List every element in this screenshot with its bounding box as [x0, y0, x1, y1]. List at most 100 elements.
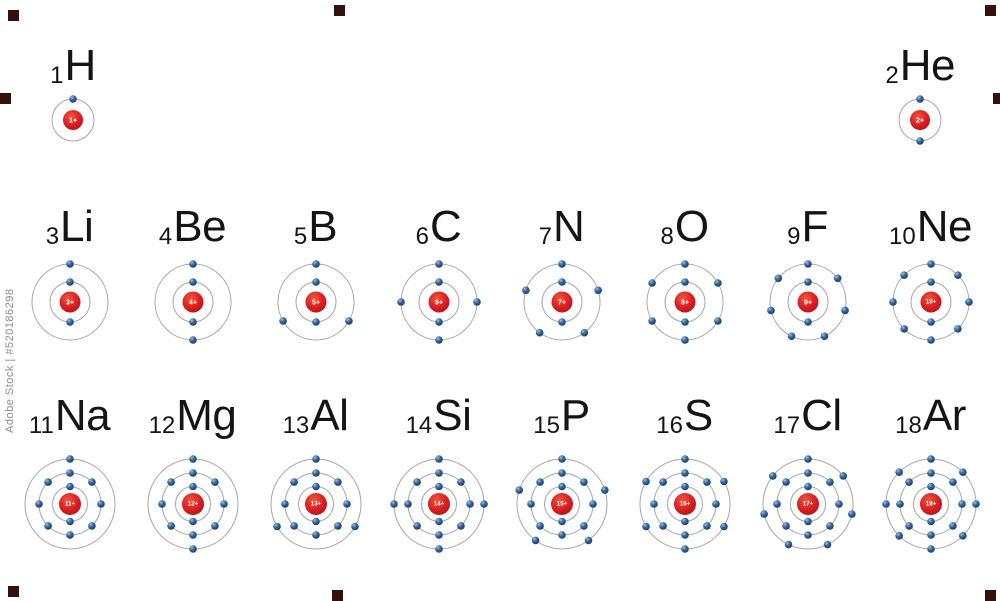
- electron: [647, 317, 656, 325]
- electron: [953, 325, 962, 333]
- atomic-number: 6: [415, 223, 430, 250]
- electron: [772, 500, 781, 508]
- electron: [926, 517, 935, 526]
- electron: [926, 531, 935, 539]
- electron: [456, 522, 465, 530]
- atomic-number: 17: [773, 412, 801, 439]
- electron: [188, 278, 197, 286]
- atomic-number: 8: [660, 223, 674, 250]
- electron: [43, 522, 52, 530]
- electron: [472, 298, 481, 306]
- electron: [557, 469, 566, 477]
- bohr-model-h: 1+: [51, 95, 95, 142]
- electron: [926, 455, 935, 463]
- nucleus: [63, 110, 83, 130]
- electron: [658, 522, 667, 530]
- electron: [579, 478, 588, 486]
- electron: [904, 478, 913, 486]
- electron: [840, 306, 849, 315]
- electron: [781, 522, 790, 530]
- electron: [188, 318, 197, 326]
- element-symbol: Ne: [916, 202, 973, 251]
- electron: [311, 482, 320, 491]
- electron: [87, 478, 96, 486]
- bohr-model-si: 14+: [389, 455, 488, 553]
- element-symbol: F: [801, 202, 828, 251]
- element-symbol: N: [553, 202, 585, 251]
- electron: [434, 469, 443, 477]
- element-symbol: Mg: [176, 391, 237, 440]
- bohr-model-cl: 17+: [759, 455, 856, 550]
- nucleus: [674, 291, 695, 313]
- electron: [87, 522, 96, 530]
- nucleus-charge-label: 3+: [65, 298, 73, 307]
- electron: [311, 455, 320, 463]
- electron: [658, 478, 667, 486]
- electron: [210, 478, 219, 486]
- electron: [916, 137, 924, 145]
- electron: [557, 278, 566, 286]
- electron: [899, 325, 908, 333]
- element-symbol: He: [899, 41, 956, 90]
- electron: [412, 478, 421, 486]
- electron: [711, 500, 720, 508]
- nucleus: [797, 291, 818, 313]
- electron: [65, 531, 74, 539]
- electron: [926, 469, 935, 477]
- nucleus: [181, 493, 204, 515]
- watermark-square: [985, 590, 996, 601]
- electron: [311, 318, 320, 326]
- electron: [342, 500, 351, 508]
- atomic-number: 15: [533, 412, 560, 439]
- nucleus-charge-label: 12+: [187, 501, 198, 508]
- electron: [280, 500, 289, 508]
- nucleus-charge-label: 2+: [916, 116, 924, 125]
- watermark-square: [332, 590, 343, 601]
- element-symbol: Si: [433, 391, 472, 440]
- electron: [557, 531, 566, 539]
- electron: [333, 522, 342, 530]
- electron: [434, 278, 443, 286]
- electron: [881, 500, 890, 508]
- electron: [803, 278, 812, 286]
- electron: [803, 455, 812, 463]
- electron: [820, 332, 828, 341]
- electron: [838, 472, 847, 480]
- electron: [803, 260, 812, 268]
- electron: [65, 469, 74, 477]
- bohr-model-b: 5+: [277, 260, 354, 341]
- electron: [803, 318, 812, 326]
- atomic-number: 3: [45, 223, 60, 250]
- electron: [953, 271, 962, 279]
- electron: [641, 522, 650, 531]
- nucleus: [59, 291, 80, 313]
- watermark-square: [0, 93, 11, 104]
- electron: [188, 469, 197, 477]
- electron: [593, 286, 602, 295]
- electron: [434, 336, 443, 344]
- electron: [434, 531, 443, 539]
- electron: [557, 260, 566, 268]
- atomic-number: 2: [885, 62, 899, 89]
- bohr-model-be: 4+: [154, 260, 231, 344]
- electron: [333, 478, 342, 486]
- electron: [535, 328, 543, 337]
- atomic-number: 1: [50, 62, 64, 89]
- electron: [166, 522, 175, 530]
- nucleus: [427, 493, 450, 515]
- atomic-number: 4: [158, 223, 173, 250]
- atomic-number: 11: [28, 412, 54, 439]
- electron: [188, 482, 197, 491]
- watermark-square: [8, 10, 19, 21]
